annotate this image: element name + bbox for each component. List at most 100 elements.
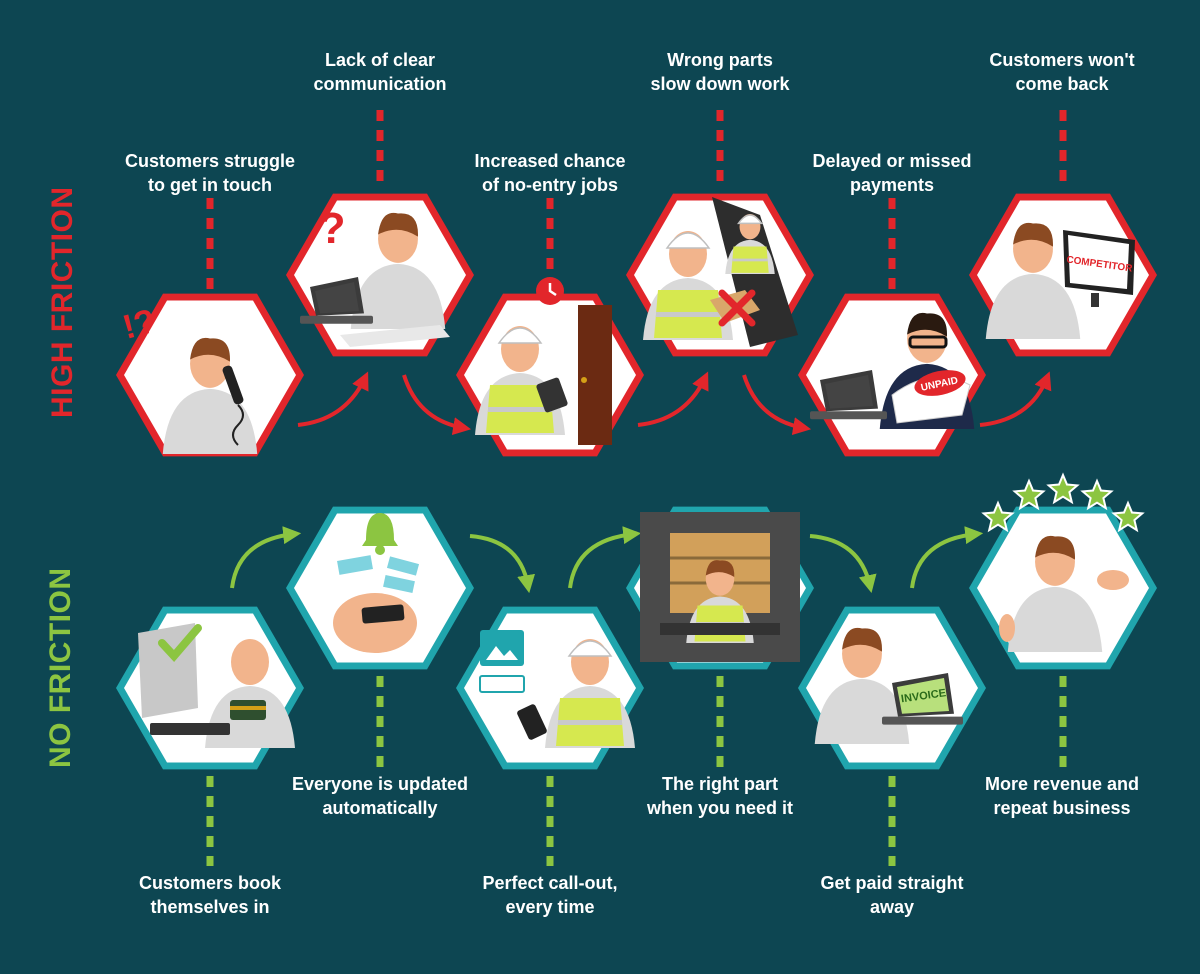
hard-hat [737,214,763,225]
curved-arrow [979,371,1052,427]
caption-line: to get in touch [148,175,272,195]
unpaid-stamp [914,370,966,396]
door [578,305,612,445]
caption-line: payments [849,175,935,195]
hair [907,312,947,337]
head [231,639,269,685]
tablet [536,377,568,413]
hf-2-hexagon: ? [286,193,474,357]
hf-6-hexagon: COMPETITOR [969,193,1157,357]
torso [985,273,1081,339]
no-friction-label: NO FRICTION [44,567,77,769]
caption-hf-2: Lack of clear communication [265,48,495,96]
torso [350,263,446,329]
curved-arrow [910,526,984,589]
hands [333,593,417,653]
reflective-stripe [488,407,552,412]
caption-line: when you need it [646,798,793,818]
photo-mountains [486,646,518,660]
caption-line: come back [1015,74,1109,94]
curved-arrow [568,526,642,589]
bell-clapper [375,545,385,555]
cross-icon [718,289,756,327]
laptop-display [825,375,873,409]
caption-line: themselves in [150,897,270,917]
caption-hf-4: Wrong parts slow down work [605,48,835,96]
caption-line: Get paid straight [820,873,964,893]
message-card-icon [337,555,373,575]
nf-5-hexagon: INVOICE [798,606,986,770]
caption-line: More revenue and [984,774,1140,794]
nf-3-hexagon [456,606,644,770]
caption-hf-1: Customers struggle to get in touch [95,149,325,197]
monitor-screen [1068,235,1129,289]
curved-arrow [402,374,472,436]
bell-icon [362,513,398,546]
laptop-invoice-icon: INVOICE [814,627,963,744]
star-icon [1080,478,1114,511]
pointing-hand-icon [1097,570,1129,590]
caption-line: of no-entry jobs [482,175,618,195]
sticker-text: ? [319,204,346,253]
caption-line: Increased chance [474,151,626,171]
laptop-base [882,716,963,725]
message-card-icon [386,556,420,576]
caption-nf-2: Everyone is updated automatically [265,772,495,820]
hard-hat [665,232,711,249]
high-friction-label: HIGH FRICTION [46,186,79,419]
caption-line: Delayed or missed [812,151,972,171]
photo-card-icon [480,630,524,666]
checkmark-icon [158,624,202,663]
wrong-part-box-icon [643,197,798,347]
curved-arrow [230,526,302,589]
hf-1-hexagon: !? [116,293,304,457]
caption-line: repeat business [993,798,1131,818]
engineer-at-closed-door-icon [475,277,612,445]
star-icon [1012,478,1046,511]
caption-nf-3: Perfect call-out, every time [435,871,665,919]
curved-arrow [469,534,536,594]
caption-line: communication [313,74,447,94]
card-stripe [230,706,266,710]
confused-laptop-worker-icon: ? [300,204,450,347]
caption-line: slow down work [650,74,790,94]
hair [842,627,882,652]
clock-hands [548,283,557,297]
nf-4-hexagon [626,506,814,670]
van-floor [660,623,780,635]
caption-line: Customers struggle [124,151,296,171]
keyboard [150,723,230,735]
caption-nf-6: More revenue and repeat business [947,772,1177,820]
hard-hat [567,640,613,657]
curved-arrow [809,534,877,594]
hair [378,212,418,237]
unpaid-invoice-icon: UNPAID [810,312,975,429]
online-booking-payment-icon [138,623,295,748]
caption-hf-6: Customers won't come back [947,48,1177,96]
stocked-van-icon [640,512,800,662]
phone-notification-bell-icon [333,513,420,653]
hf-4-hexagon [626,193,814,357]
signature-card-icon [479,675,525,693]
caption-line: Perfect call-out, [482,873,618,893]
caption-line: Wrong parts [667,50,773,70]
thumbs-up-icon [999,614,1015,642]
smartphone-icon [361,604,405,624]
hair [1013,222,1053,247]
glasses [908,335,948,349]
reflective-stripe [558,720,622,725]
reflective-stripe [656,312,720,317]
caption-nf-5: Get paid straight away [777,871,1007,919]
curved-arrow [742,374,812,436]
curved-arrow [637,371,709,427]
nf-6-hexagon [969,472,1157,670]
engineer-with-job-details-icon [479,630,635,748]
torso [814,678,910,744]
caption-line: The right part [662,774,778,794]
hair [705,560,735,577]
hf-3-hexagon [456,277,644,457]
caption-line: automatically [322,798,438,818]
door-knob [581,377,587,383]
caption-line: Everyone is updated [291,774,469,794]
